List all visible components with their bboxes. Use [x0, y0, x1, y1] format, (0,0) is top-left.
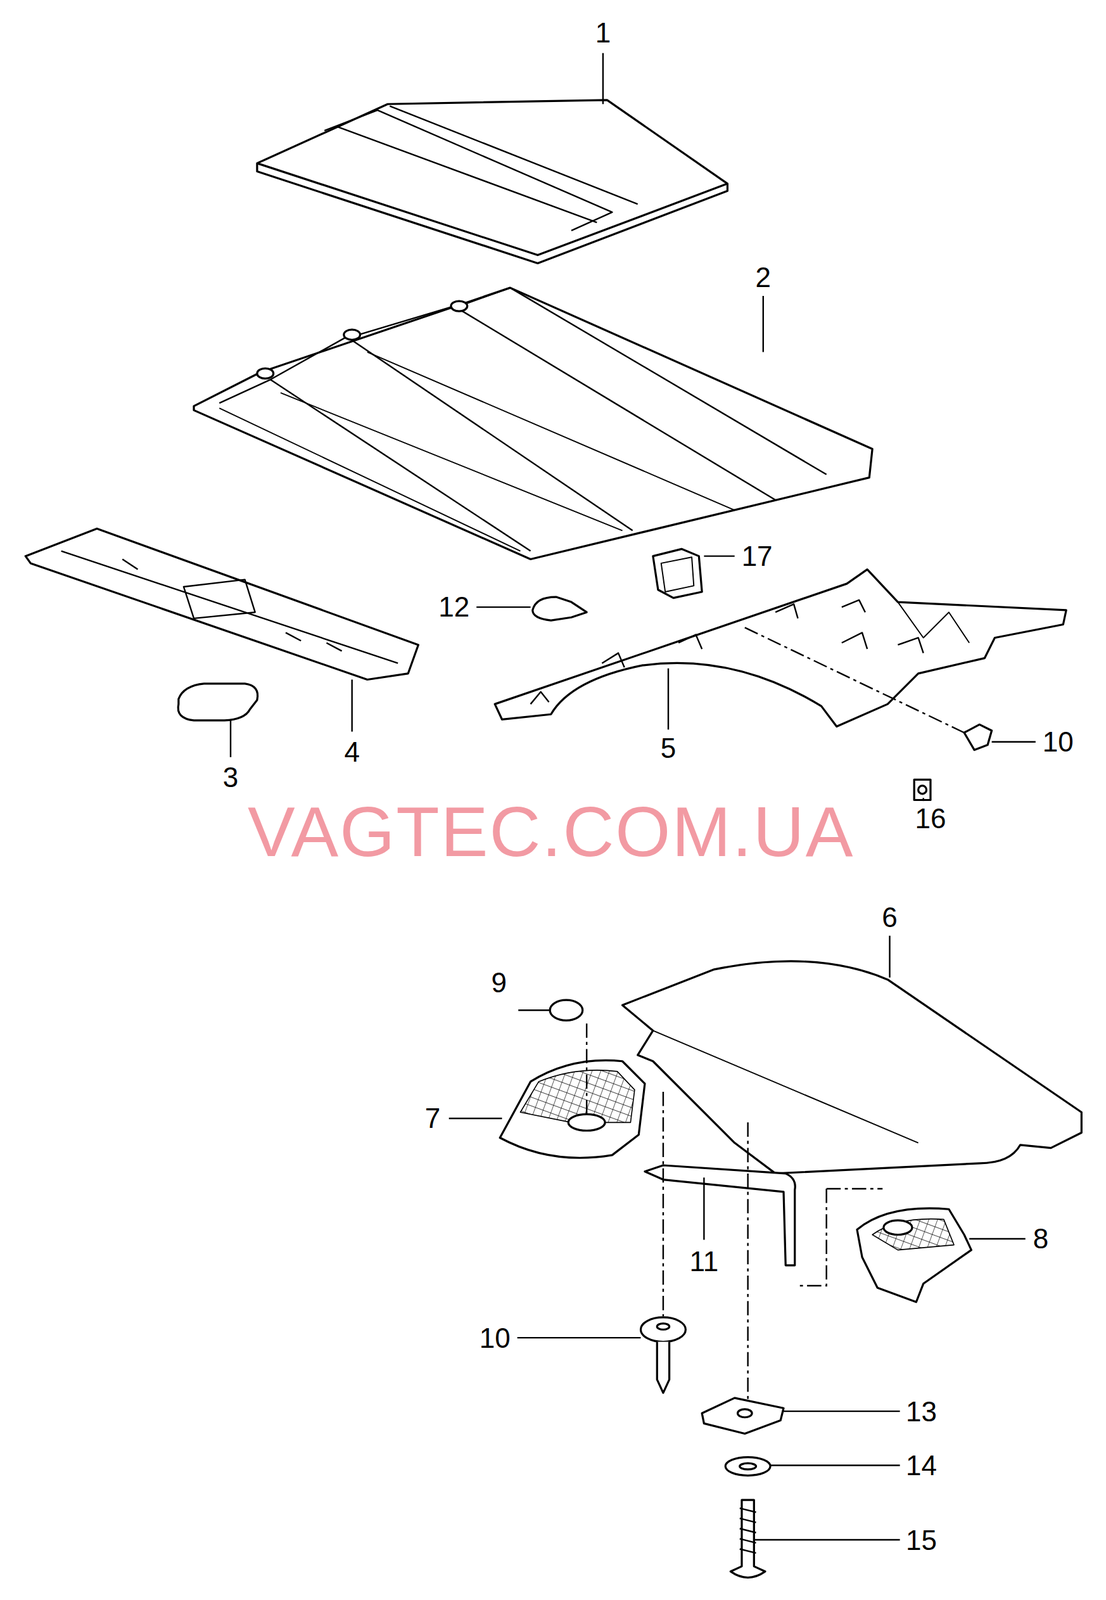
callout-number: 14 [905, 1451, 937, 1480]
callout-number: 13 [905, 1397, 937, 1426]
callout-number: 10 [479, 1323, 511, 1352]
callout-number: 15 [905, 1525, 937, 1554]
callout-number: 12 [438, 592, 470, 621]
callout-number: 8 [1033, 1224, 1049, 1253]
callout-number: 2 [755, 263, 771, 292]
callout-number: 6 [881, 903, 897, 932]
callout-number: 16 [914, 804, 946, 833]
callout-number: 7 [425, 1104, 441, 1132]
callout-number: 4 [343, 737, 360, 766]
callout-number: 11 [689, 1247, 719, 1276]
callout-number: 1 [595, 19, 611, 47]
callout-number: 17 [741, 542, 773, 571]
callout-number: 5 [660, 734, 676, 763]
callout-number: 10 [1042, 727, 1074, 756]
callout-number: 3 [222, 763, 239, 792]
callout-number: 9 [490, 968, 507, 997]
watermark: VAGTEC.COM.UA [247, 796, 854, 868]
